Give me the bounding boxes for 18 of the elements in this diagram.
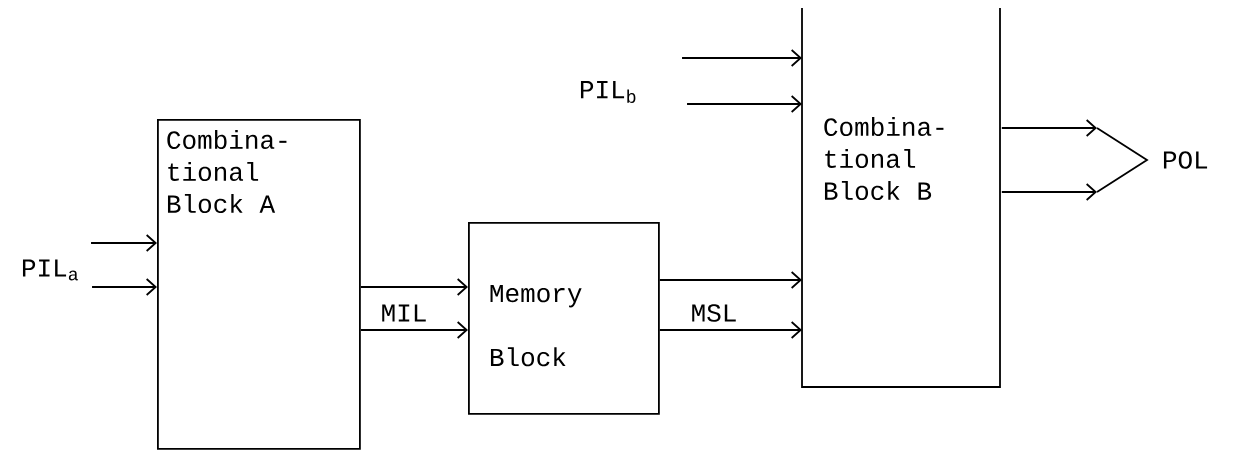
arrow bbox=[359, 278, 468, 296]
edge-label: MSL bbox=[689, 303, 739, 323]
block-box: Combina- tional Block B bbox=[801, 7, 1001, 388]
block-box: Memory Block bbox=[468, 222, 660, 415]
signal-label: PIL$_{b}$ bbox=[580, 81, 636, 103]
signal-label: POL bbox=[1163, 151, 1208, 169]
arrow bbox=[1000, 183, 1097, 201]
arrow bbox=[658, 321, 802, 339]
arrow bbox=[90, 234, 157, 252]
arrow bbox=[91, 278, 157, 296]
arrow bbox=[686, 95, 802, 113]
arrow bbox=[681, 49, 802, 67]
arrow bbox=[1000, 119, 1097, 137]
signal-label: PIL$_{a}$ bbox=[22, 259, 79, 281]
arrow bbox=[658, 271, 802, 289]
block-box: Combina- tional Block A bbox=[157, 119, 361, 450]
arrow bbox=[359, 321, 468, 339]
edge-label: MIL bbox=[379, 303, 429, 323]
